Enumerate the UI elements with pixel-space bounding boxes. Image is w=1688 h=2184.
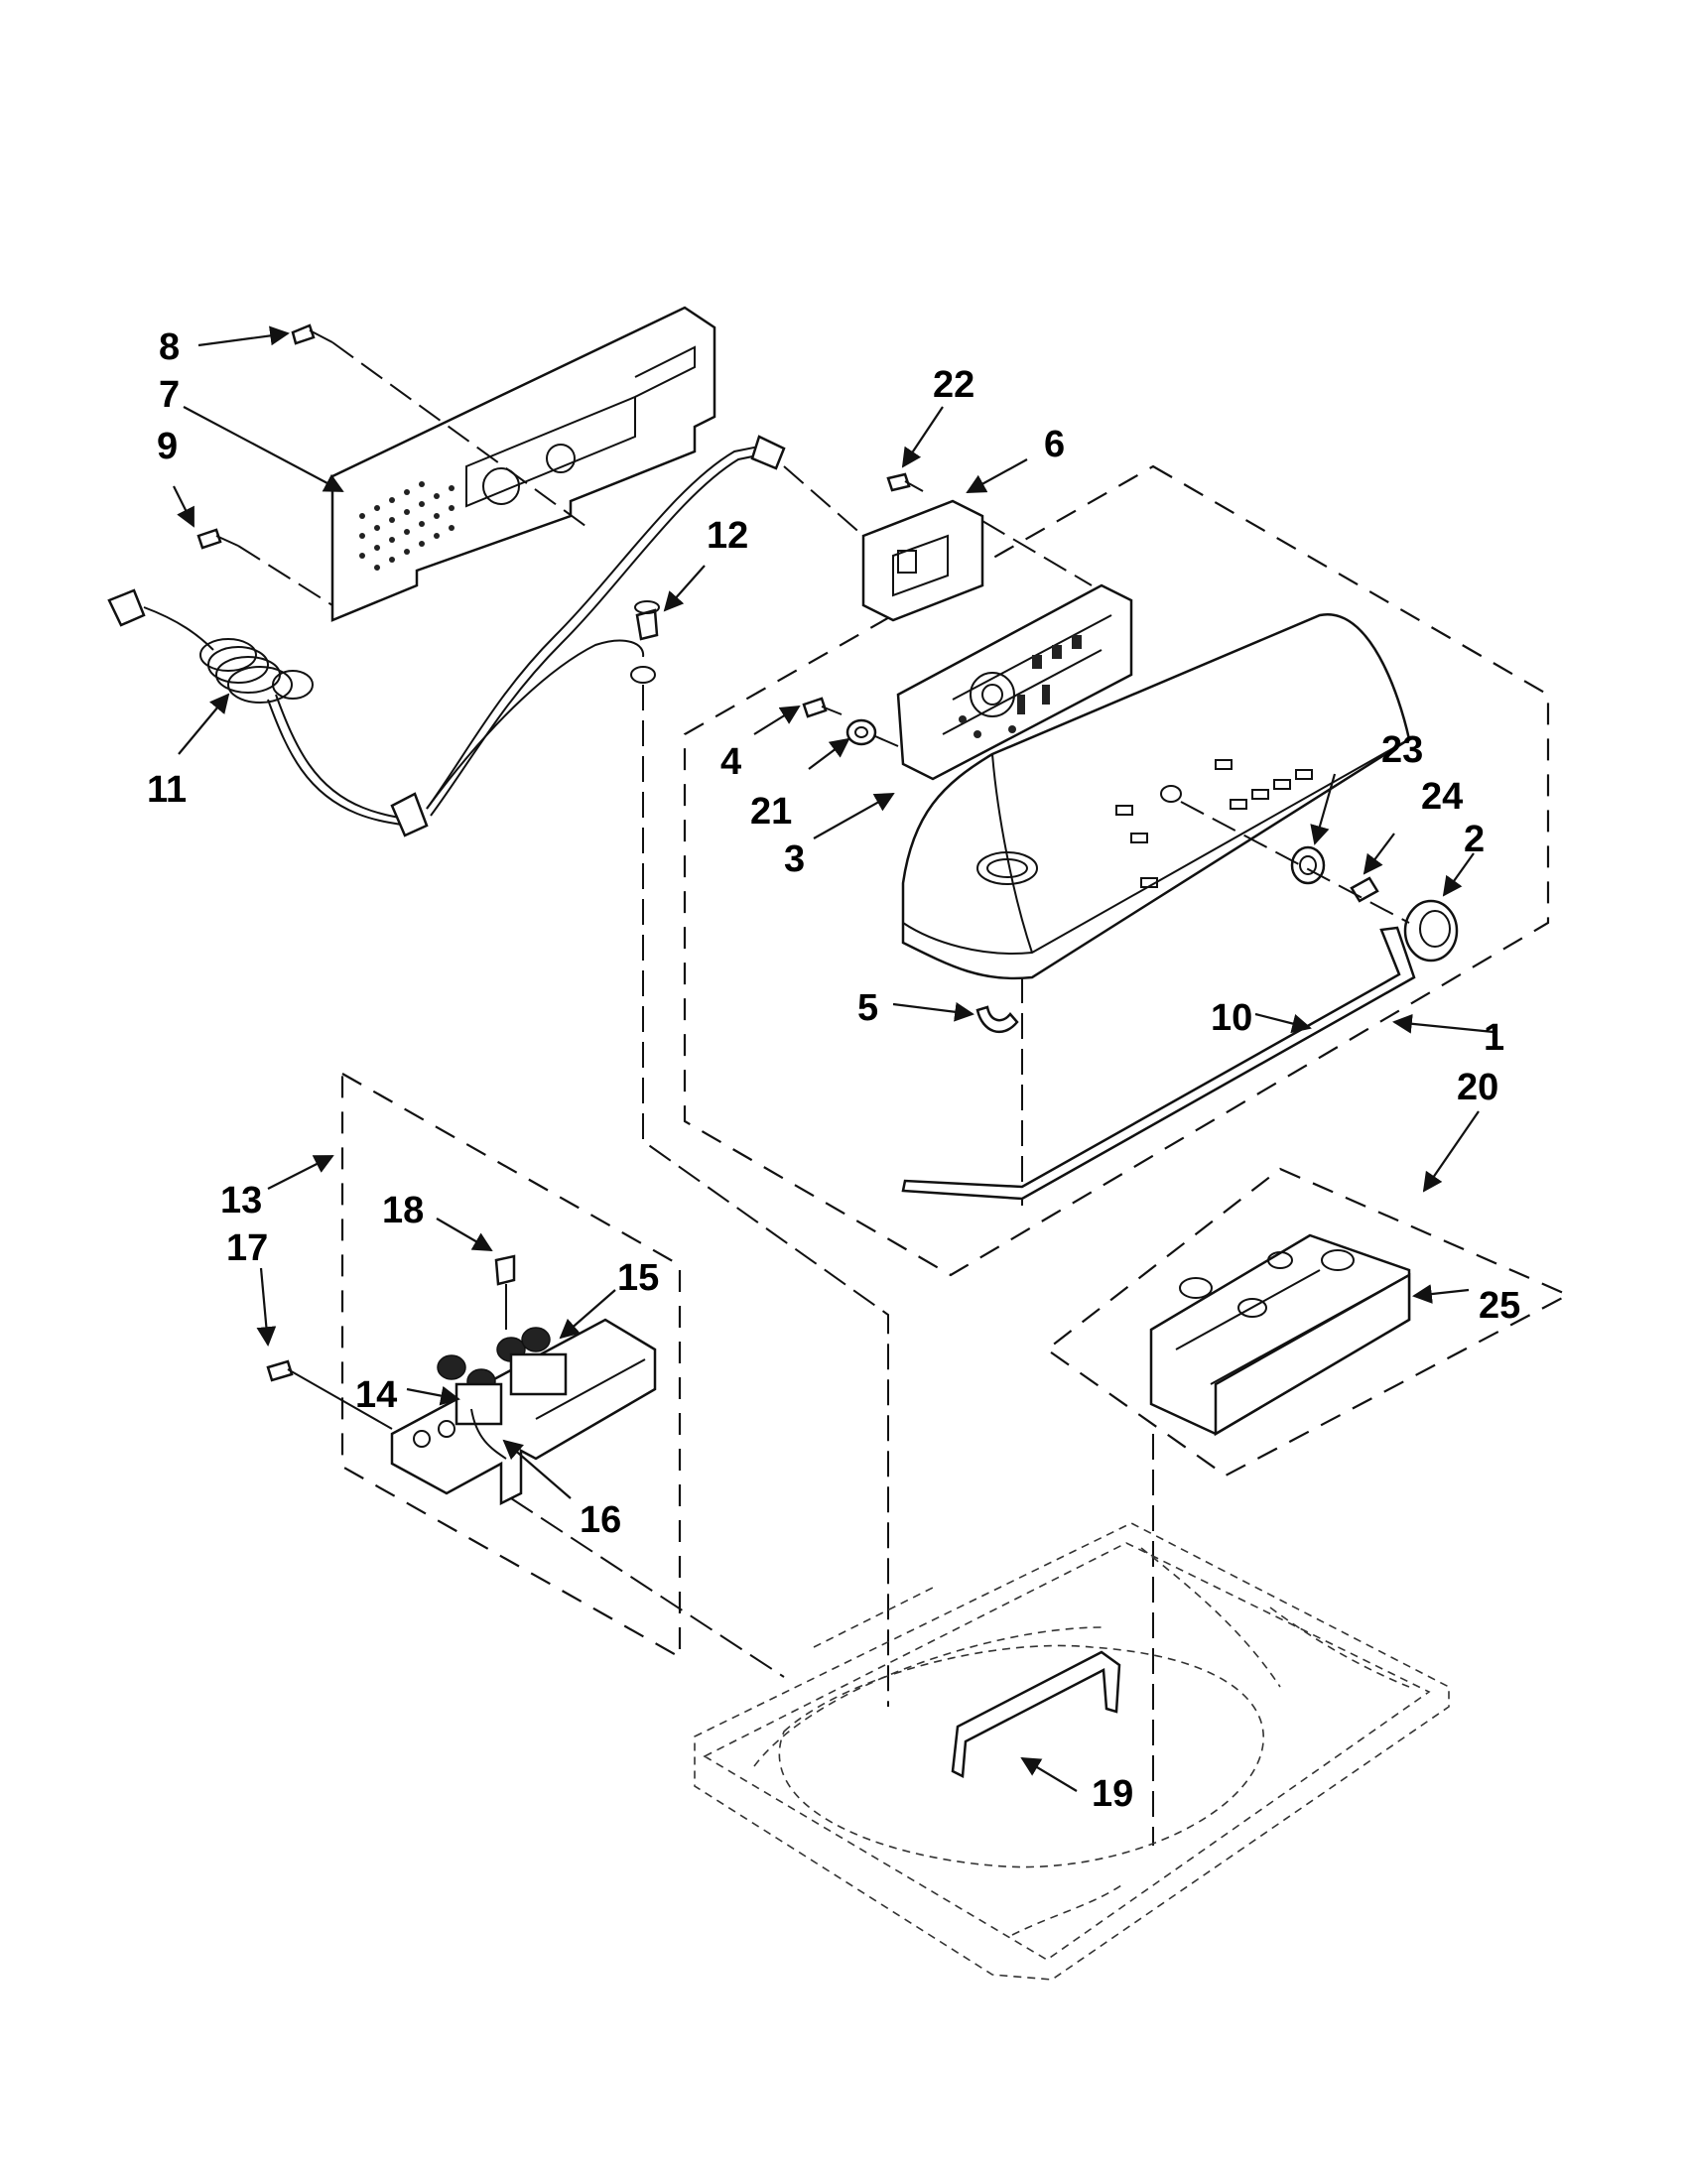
callout-5: 5 — [857, 987, 878, 1029]
console-group-outline — [683, 464, 1550, 1277]
leader-lines — [173, 325, 1494, 1792]
knob-2 — [1403, 899, 1459, 963]
callout-21: 21 — [750, 791, 792, 833]
washer-top — [694, 1522, 1450, 1981]
screw-9 — [196, 528, 239, 550]
console — [901, 613, 1411, 980]
screw-12 — [630, 600, 660, 684]
callout-23: 23 — [1381, 729, 1423, 771]
wire-harness — [390, 435, 786, 837]
clip-5 — [975, 1005, 1019, 1034]
callout-17: 17 — [226, 1227, 268, 1269]
callout-22: 22 — [933, 364, 974, 406]
screw-17 — [266, 1359, 393, 1430]
dispenser-drawer — [1149, 1233, 1411, 1437]
callout-4: 4 — [720, 741, 741, 783]
cover-dash — [783, 465, 864, 537]
callout-6: 6 — [1044, 424, 1065, 465]
callout-8: 8 — [159, 326, 180, 368]
screw-18 — [494, 1254, 516, 1330]
callout-14: 14 — [355, 1374, 397, 1416]
harness-route-line — [642, 685, 889, 1707]
cover-dash-2 — [981, 520, 1093, 586]
callout-2: 2 — [1464, 819, 1485, 860]
handle-19 — [951, 1650, 1121, 1778]
encoder-dash — [874, 735, 899, 747]
screw-9-dash — [237, 545, 333, 606]
valve-group-outline — [340, 1072, 682, 1659]
callout-15: 15 — [617, 1257, 659, 1299]
screw-8 — [291, 323, 333, 345]
valve-to-top-line — [510, 1497, 785, 1678]
screw-8-dash — [331, 341, 586, 527]
callout-1: 1 — [1484, 1017, 1504, 1059]
dispenser-group-outline — [1045, 1167, 1571, 1477]
rear-panel — [330, 306, 716, 622]
knob-insert-24 — [1350, 876, 1379, 903]
callout-3: 3 — [784, 838, 805, 880]
callout-12: 12 — [707, 515, 748, 557]
screw-22 — [886, 472, 924, 492]
screw-4 — [802, 697, 843, 718]
callout-18: 18 — [382, 1190, 424, 1231]
callout-16: 16 — [580, 1499, 621, 1541]
encoder-21 — [845, 718, 877, 746]
callout-7: 7 — [159, 374, 180, 416]
callout-20: 20 — [1457, 1067, 1498, 1108]
valve-bracket — [390, 1318, 657, 1506]
callout-24: 24 — [1421, 776, 1463, 818]
callout-25: 25 — [1479, 1285, 1520, 1327]
callout-11: 11 — [147, 769, 187, 811]
callout-19: 19 — [1092, 1773, 1133, 1815]
callout-9: 9 — [157, 426, 178, 467]
callout-13: 13 — [220, 1180, 262, 1221]
knob-skirt-23 — [1290, 845, 1326, 885]
control-board-cover — [861, 499, 984, 622]
callout-10: 10 — [1211, 997, 1252, 1039]
reference-labels: 1 2 3 4 5 6 7 8 9 10 11 12 13 14 15 16 1… — [147, 326, 1520, 1815]
seal-strip-10 — [901, 926, 1416, 1201]
knob-axis-dash — [1180, 801, 1410, 924]
control-board — [896, 583, 1133, 781]
water-valve — [437, 1327, 568, 1460]
power-cord — [107, 588, 412, 827]
